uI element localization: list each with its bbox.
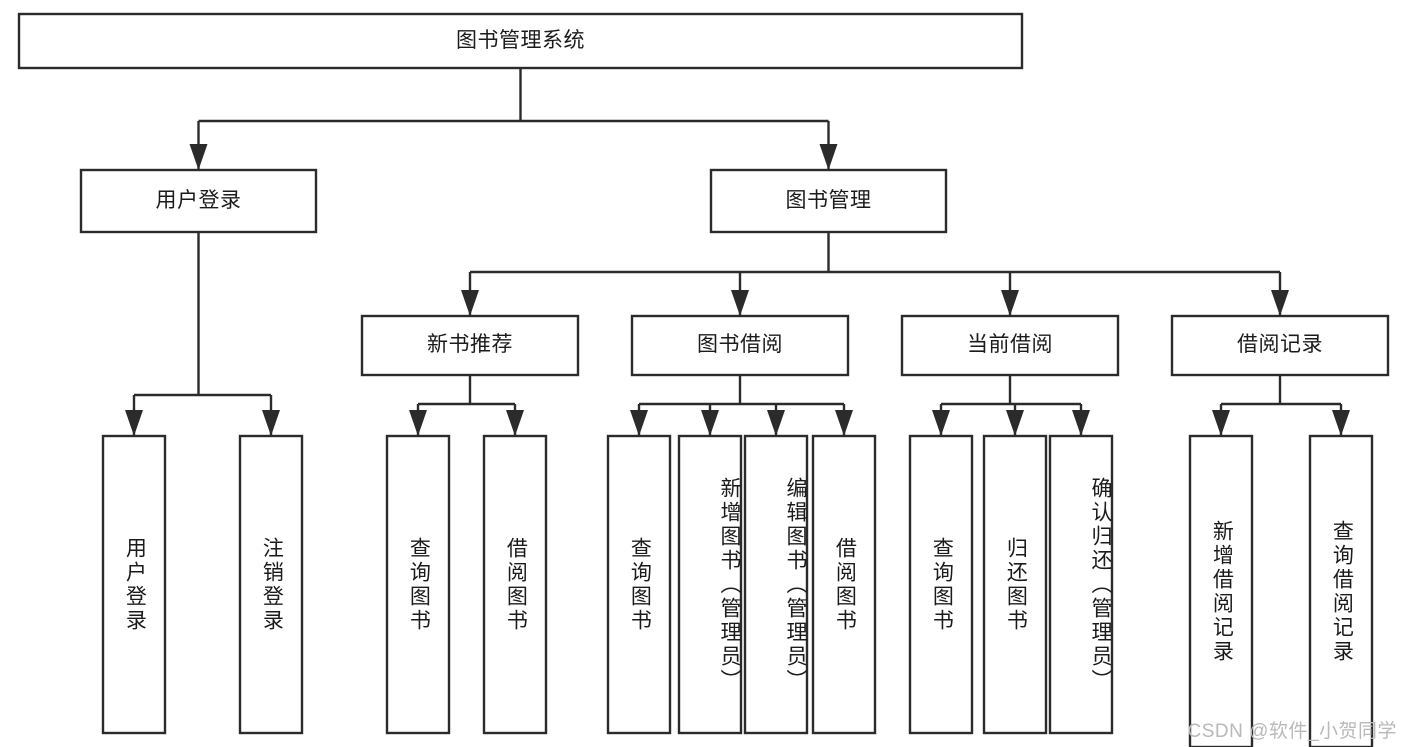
node-box-leaf-query-book-current[interactable] — [908, 434, 974, 735]
node-box-leaf-add-record[interactable] — [1188, 434, 1254, 747]
node-box-leaf-logout[interactable] — [238, 434, 304, 735]
arrow-head-icon-book-management — [819, 144, 838, 170]
arrow-head-icon-leaf-borrow-book — [835, 410, 853, 436]
arrow-head-icon-leaf-query-book-current — [932, 410, 950, 436]
node-box-book-borrow[interactable] — [630, 314, 850, 377]
arrow-head-icon-leaf-query-record — [1332, 410, 1350, 436]
node-box-leaf-query-book-borrow[interactable] — [606, 434, 672, 735]
node-box-current-borrow[interactable] — [900, 314, 1120, 377]
arrow-head-icon-leaf-return-book — [1006, 410, 1024, 436]
node-box-leaf-confirm-return[interactable] — [1048, 434, 1114, 735]
node-box-user-login[interactable] — [79, 168, 318, 234]
node-box-leaf-return-book[interactable] — [982, 434, 1048, 735]
node-box-root[interactable] — [17, 12, 1024, 70]
arrow-head-icon-leaf-user-login — [125, 410, 143, 436]
arrow-head-icon-leaf-borrow-book-recommend — [506, 410, 524, 436]
arrow-head-icon-book-borrow — [731, 290, 749, 316]
node-boxes — [17, 12, 1390, 747]
node-box-borrow-records[interactable] — [1170, 314, 1390, 377]
arrow-head-icon-leaf-add-book — [701, 410, 719, 436]
arrow-head-icon-leaf-edit-book — [767, 410, 785, 436]
node-box-leaf-borrow-book[interactable] — [811, 434, 877, 735]
arrow-head-icon-current-borrow — [1001, 290, 1019, 316]
arrow-head-icon-leaf-query-book-recommend — [409, 410, 427, 436]
connector-lines — [125, 68, 1350, 436]
arrow-head-icon-leaf-logout — [262, 410, 280, 436]
arrow-head-icon-leaf-add-record — [1212, 410, 1230, 436]
arrow-head-icon-leaf-confirm-return — [1072, 410, 1090, 436]
node-box-leaf-query-book-recommend[interactable] — [385, 434, 451, 735]
node-box-leaf-edit-book[interactable] — [743, 434, 809, 735]
node-box-new-book-recommend[interactable] — [360, 314, 580, 377]
node-box-leaf-query-record[interactable] — [1308, 434, 1374, 747]
node-box-leaf-add-book[interactable] — [677, 434, 743, 735]
csdn-watermark: CSDN @软件_小贺同学 — [1187, 721, 1397, 742]
node-box-book-management[interactable] — [709, 168, 948, 234]
arrow-head-icon-user-login — [189, 144, 208, 170]
arrow-head-icon-new-book-recommend — [461, 290, 479, 316]
arrow-head-icon-borrow-records — [1271, 290, 1289, 316]
arrow-head-icon-leaf-query-book-borrow — [630, 410, 648, 436]
node-box-leaf-user-login[interactable] — [101, 434, 167, 735]
node-box-leaf-borrow-book-recommend[interactable] — [482, 434, 548, 735]
